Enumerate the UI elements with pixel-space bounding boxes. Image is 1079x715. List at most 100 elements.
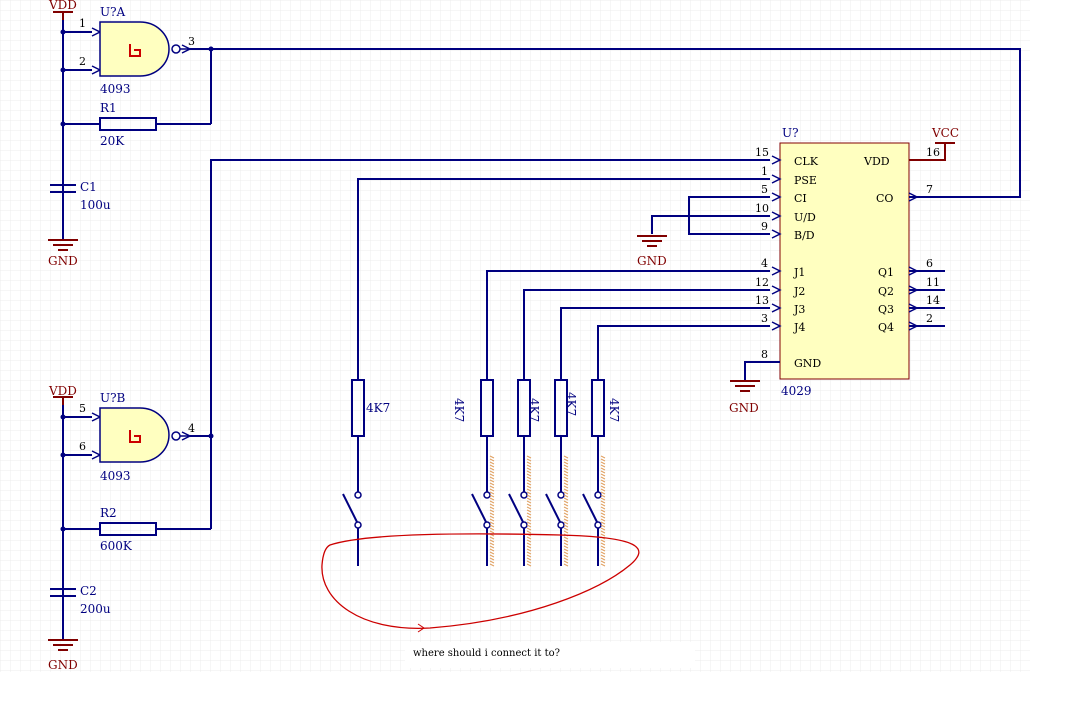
schmitt-icon [129, 44, 141, 57]
pin-number: 5 [761, 183, 768, 196]
hatch-mark [600, 545, 606, 549]
hatch-mark [489, 494, 495, 498]
hatch-mark [526, 473, 532, 477]
pin-arrow [771, 229, 782, 239]
pin-arrow [908, 192, 919, 202]
hatch-mark [600, 500, 606, 504]
pin-arrow [771, 174, 782, 184]
pin-number: 7 [926, 183, 933, 196]
pin-number: 2 [926, 312, 933, 325]
switch-contact [520, 521, 528, 529]
hatch-mark [489, 470, 495, 474]
hatch-mark [489, 518, 495, 522]
resistor-label: 4K7 [366, 401, 390, 415]
switch-contact [354, 521, 362, 529]
hatch-mark [563, 506, 569, 510]
hatch-mark [600, 563, 606, 567]
pin-number: 13 [755, 294, 769, 307]
gate-a[interactable]: VDD 1 2 3 U?A 4093 R1 20K C1 [48, 0, 214, 268]
gnd-label: GND [48, 254, 78, 268]
hatch-mark [600, 518, 606, 522]
hatch-mark [563, 491, 569, 495]
hatch-mark [526, 554, 532, 558]
hatch-mark [489, 467, 495, 471]
pin-number: 11 [926, 276, 940, 289]
r1-ref: R1 [100, 101, 117, 115]
hatch-mark [489, 545, 495, 549]
hatch-mark [526, 506, 532, 510]
resistor-label: 4K7 [527, 398, 541, 422]
question-note: where should i connect it to? [413, 648, 560, 659]
hatch-mark [563, 521, 569, 525]
gate-ref: U?A [100, 5, 126, 19]
pin-arrow [771, 303, 782, 313]
pin-arrow [771, 321, 782, 331]
c2-ref: C2 [80, 584, 97, 598]
hatch-mark [489, 548, 495, 552]
hatch-mark [526, 458, 532, 462]
wire-j1 [486, 270, 770, 380]
c1-value: 100u [80, 198, 111, 212]
hatch-mark [600, 482, 606, 486]
hatch-mark [600, 554, 606, 558]
hatch-mark [526, 518, 532, 522]
pin-number: 16 [926, 146, 940, 159]
hatch-mark [526, 485, 532, 489]
pin-name: J2 [793, 285, 805, 298]
pin-number: 6 [926, 257, 933, 270]
c1-ref: C1 [80, 180, 97, 194]
hatch-mark [600, 533, 606, 537]
switch-contact [354, 491, 362, 499]
switches [342, 436, 362, 566]
hatch-mark [526, 479, 532, 483]
hatch-mark [600, 464, 606, 468]
hatch-mark [526, 563, 532, 567]
hatch-mark [600, 467, 606, 471]
hatch-mark [600, 548, 606, 552]
pin-arrow [771, 211, 782, 221]
hatch-mark [526, 470, 532, 474]
pin-name: Q1 [878, 266, 894, 279]
hatch-mark [489, 479, 495, 483]
switch-contact [520, 491, 528, 499]
switch-contact [483, 491, 491, 499]
wire-pse [357, 178, 770, 380]
hatch-mark [526, 539, 532, 543]
hatch-mark [600, 542, 606, 546]
hatch-mark [489, 536, 495, 540]
hatch-mark [600, 473, 606, 477]
hatch-mark [600, 530, 606, 534]
r2-value: 600K [100, 539, 133, 553]
hatch-mark [563, 500, 569, 504]
switch-contact [594, 491, 602, 499]
hatch-mark [563, 560, 569, 564]
note-box [405, 642, 695, 668]
hatch-mark [489, 473, 495, 477]
chip-part: 4029 [781, 384, 812, 398]
hatch-mark [526, 467, 532, 471]
hatch-mark [600, 521, 606, 525]
hatch-mark [600, 524, 606, 528]
resistor-label: 4K7 [452, 398, 466, 422]
hatch-mark [563, 554, 569, 558]
hatch-mark [489, 560, 495, 564]
switch-contact [594, 521, 602, 529]
hatch-mark [600, 503, 606, 507]
schmitt-icon [129, 430, 141, 443]
pin-number: 6 [79, 440, 86, 453]
hatch-mark [526, 548, 532, 552]
counter-4029[interactable]: U? 4029 15CLK1PSE5CI10U/D9B/D4J112J213J3… [755, 126, 959, 398]
pullup-resistors: 4K7 4K7 4K7 4K7 4K7 [351, 379, 621, 437]
hatch-mark [563, 473, 569, 477]
hatch-mark [600, 560, 606, 564]
gate-b[interactable]: VDD 5 6 4 U?B 4093 R2 600K C2 200u [48, 384, 214, 672]
hatch-mark [600, 494, 606, 498]
hatch-mark [489, 488, 495, 492]
pin-arrow [771, 192, 782, 202]
pin-name: U/D [794, 211, 816, 224]
hatch-mark [526, 557, 532, 561]
hatch-mark [600, 458, 606, 462]
hatch-mark [563, 524, 569, 528]
